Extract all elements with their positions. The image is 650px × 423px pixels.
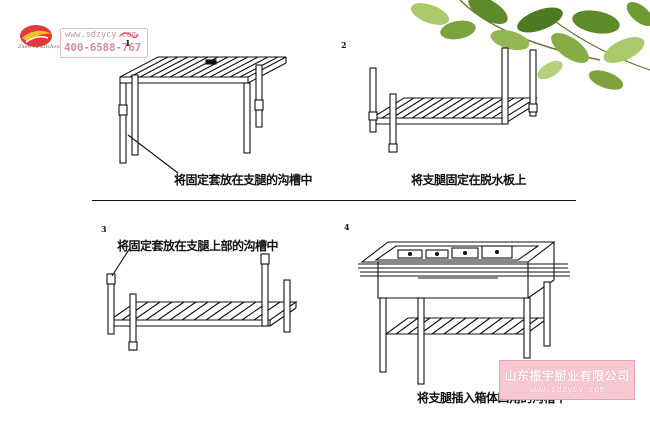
step-3-caption: 将固定套放在支腿上部的沟槽中 [117,239,279,253]
step-4-number: 4 [344,222,350,232]
step-3-diagram [106,247,298,351]
step-1-number: 1 [125,38,131,48]
step-4-diagram [358,241,570,385]
watermark-url: www.sdzycy.com [529,385,605,395]
company-logo-icon [20,25,52,47]
step-3-number: 3 [101,224,107,234]
company-watermark: 山东振宇厨业有限公司 www.sdzycy.com [499,360,635,400]
step-1-caption: 将固定套放在支腿的沟槽中 [174,173,313,187]
section-divider [92,200,576,201]
logo-swirl-icon [119,32,139,39]
step-2-diagram [368,47,538,153]
watermark-company-name: 山东振宇厨业有限公司 [504,369,630,383]
logo-phone-text: 400-6588-767 [64,41,142,54]
leaves-decoration-icon [410,0,650,90]
step-2-number: 2 [341,40,347,50]
step-1-diagram [118,56,287,174]
logo-brand-text: Zhen Yu Kitchen [18,44,60,50]
logo-url-text: www.sdzycy.com [65,30,137,40]
step-2-caption: 将支腿固定在脱水板上 [411,173,527,187]
logo-contact-box: www.sdzycy.com 400-6588-767 [60,28,148,58]
